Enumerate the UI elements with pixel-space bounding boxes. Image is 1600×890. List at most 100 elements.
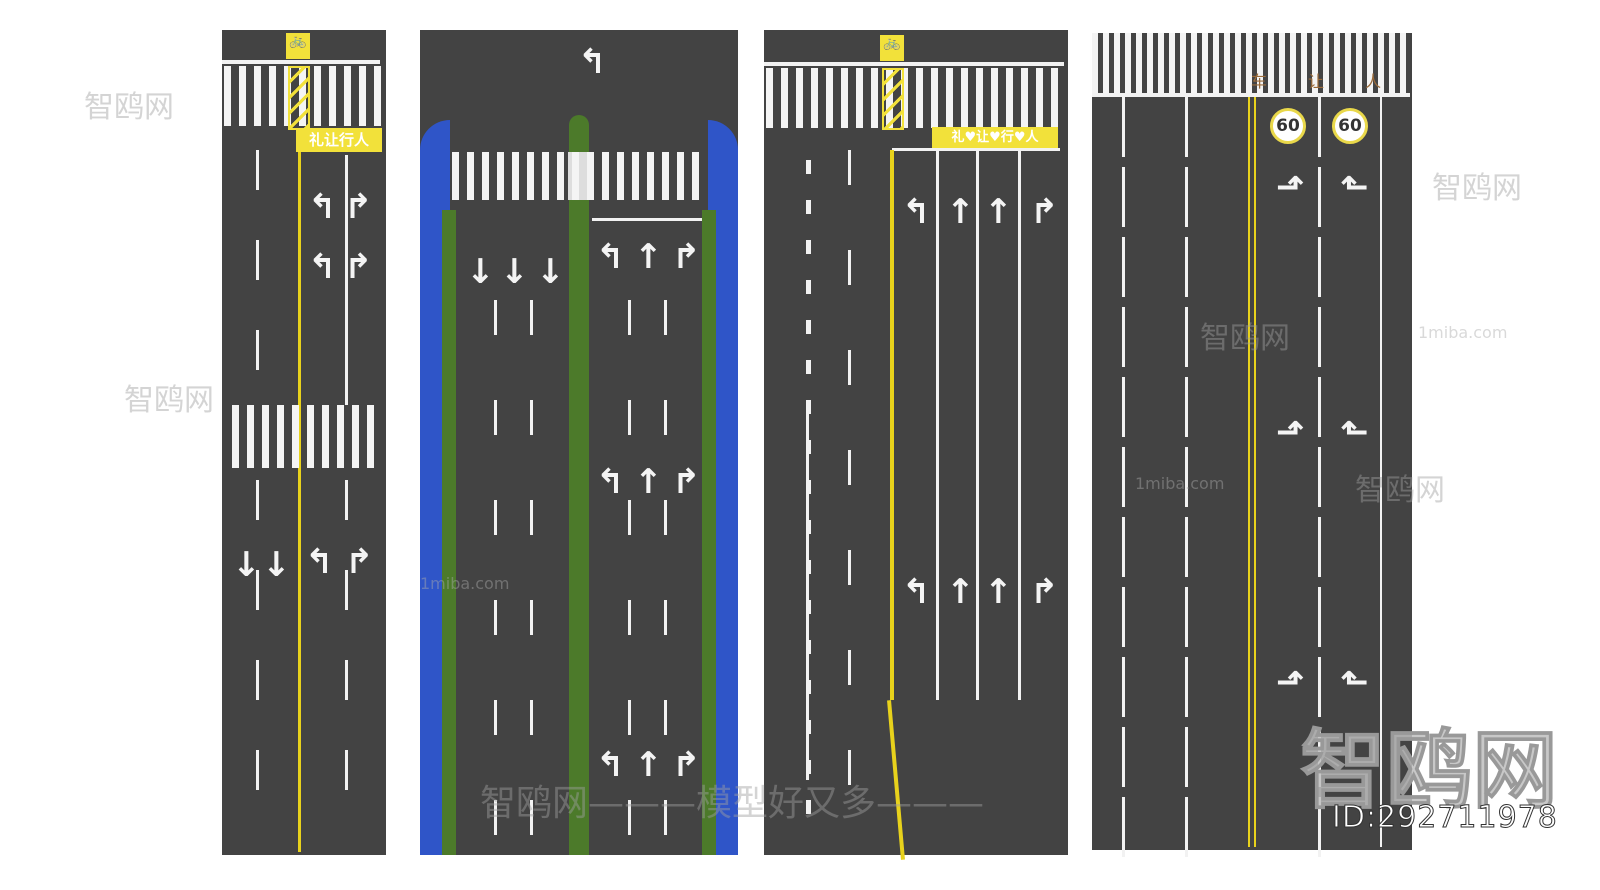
lane-arrow-icon: ↱ (345, 542, 374, 582)
lane-arrow-icon: ↱ (1030, 192, 1059, 232)
bus-lane-dash (806, 160, 811, 174)
speed-limit-marking: 60 (1270, 108, 1306, 144)
lane-dash (628, 700, 631, 735)
stop-line (592, 218, 702, 221)
lane-dash (848, 650, 851, 685)
hatched-zone (288, 66, 310, 130)
lane-arrow-icon: ↰ (596, 462, 625, 502)
lane-line (976, 150, 979, 700)
lane-dash (664, 600, 667, 635)
lane-dash (256, 330, 259, 370)
bus-lane-dash (806, 400, 811, 414)
watermark-brand: 智鸥网 (1355, 473, 1445, 508)
watermark-brand: 智鸥网 (124, 383, 214, 418)
bike-lane-box: 🚲 (286, 33, 310, 59)
lane-dash (628, 300, 631, 335)
lane-arrow-icon: ↓ (536, 252, 565, 292)
bus-lane-dash (806, 760, 811, 774)
lane-dash (1318, 377, 1321, 437)
lane-dash (1122, 97, 1125, 157)
bus-lane-dash (806, 320, 811, 334)
double-yellow-line (1254, 97, 1256, 847)
central-median (569, 115, 589, 855)
lane-arrow-icon: ⬑ (1340, 167, 1369, 207)
stop-line (1092, 93, 1410, 97)
lane-dash (1318, 587, 1321, 647)
lane-dash (1318, 517, 1321, 577)
bus-lane-dash (806, 480, 811, 494)
watermark-brand: 智鸥网 (84, 90, 174, 125)
lane-arrow-icon: ↑ (984, 572, 1013, 612)
lane-arrow-icon: ↑ (634, 745, 663, 785)
lane-dash (256, 750, 259, 790)
lane-arrow-icon: ↑ (946, 572, 975, 612)
lane-dash (1318, 447, 1321, 507)
lane-dash (1122, 657, 1125, 717)
lane-dash (1185, 797, 1188, 857)
lane-dash (1318, 97, 1321, 157)
watermark-logo: 智鸥网 (1300, 721, 1559, 822)
lane-arrow-icon: ↱ (672, 237, 701, 277)
lane-dash (848, 550, 851, 585)
lane-arrow-icon: ⬑ (1340, 662, 1369, 702)
lane-arrow-icon: ↓ (262, 545, 291, 585)
lane-dash (1318, 657, 1321, 717)
lane-dash (848, 150, 851, 185)
stop-line (222, 60, 380, 64)
lane-dash (1185, 377, 1188, 437)
lane-dash (628, 600, 631, 635)
bus-lane-dash (806, 200, 811, 214)
lane-line (806, 400, 809, 780)
watermark-domain: 1miba.com (1135, 474, 1225, 493)
stop-line (764, 62, 1064, 66)
lane-arrow-icon: ⬑ (1340, 412, 1369, 452)
lane-arrow-icon: ↑ (634, 237, 663, 277)
lane-arrow-icon: ↰ (596, 237, 625, 277)
lane-arrow-icon: ↰ (308, 187, 337, 227)
lane-arrow-icon: ↱ (344, 187, 373, 227)
lane-line (936, 150, 939, 700)
crosswalk (1092, 33, 1410, 93)
lane-dash (256, 570, 259, 610)
yield-pedestrian-marking: 礼让行人 (296, 128, 382, 152)
lane-line (345, 155, 348, 405)
lane-arrow-icon: ↰ (578, 42, 607, 82)
lane-dash (530, 700, 533, 735)
lane-dash (1185, 727, 1188, 787)
green-strip-right (702, 210, 716, 855)
lane-dash (1185, 447, 1188, 507)
lane-dash (345, 660, 348, 700)
watermark-slogan: 智鸥网———模型好又多——— (480, 783, 985, 824)
lane-dash (530, 300, 533, 335)
lane-dash (256, 480, 259, 520)
lane-dash (664, 800, 667, 835)
lane-dash (848, 250, 851, 285)
lane-arrow-icon: ↓ (466, 252, 495, 292)
lane-dash (1185, 517, 1188, 577)
crosswalk (232, 405, 377, 468)
lane-dash (256, 660, 259, 700)
lane-arrow-icon: ⬏ (1276, 412, 1305, 452)
lane-dash (494, 300, 497, 335)
lane-dash (664, 500, 667, 535)
watermark-brand: 智鸥网 (1432, 171, 1522, 206)
lane-dash (1122, 307, 1125, 367)
lane-dash (628, 400, 631, 435)
crosswalk (452, 152, 706, 200)
lane-dash (530, 500, 533, 535)
lane-line (1018, 150, 1021, 700)
lane-arrow-icon: ↓ (232, 545, 261, 585)
lane-arrow-icon: ⬏ (1276, 662, 1305, 702)
lane-dash (628, 800, 631, 835)
lane-dash (1122, 447, 1125, 507)
watermark-domain: 1miba.com (1418, 323, 1508, 342)
lane-dash (1318, 237, 1321, 297)
center-line (298, 152, 301, 852)
lane-dash (1318, 797, 1321, 857)
lane-dash (494, 700, 497, 735)
bus-lane-dash (806, 640, 811, 654)
lane-dash (1122, 167, 1125, 227)
double-yellow-line (1248, 97, 1250, 847)
lane-dash (848, 750, 851, 785)
lane-dash (494, 500, 497, 535)
